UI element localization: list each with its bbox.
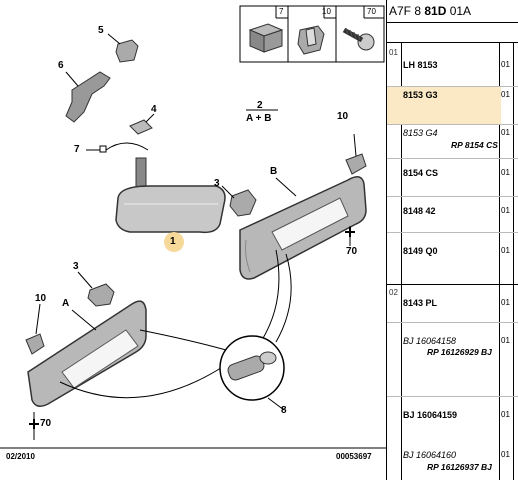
callout-7: 7: [74, 144, 80, 155]
callout-5: 5: [98, 25, 104, 36]
callout-marker: [164, 232, 184, 252]
hinge-10-left: [25, 333, 45, 355]
part-ref[interactable]: BJ 16064158: [403, 336, 457, 346]
part-ref[interactable]: 8153 G4: [403, 128, 438, 138]
callout-2-sub: A + B: [246, 113, 272, 124]
part-qty: 01: [501, 168, 510, 177]
clip-part-3-left: [87, 283, 115, 307]
footer-code: 00053697: [336, 452, 372, 461]
callout-1: 1: [170, 236, 176, 247]
part-replacement[interactable]: RP 16126929 BJ: [427, 347, 492, 357]
part-ref[interactable]: BJ 16064159: [403, 410, 458, 420]
sun-visor-a: [27, 300, 147, 407]
bracket-part-6: [65, 71, 111, 123]
part-qty: 01: [501, 336, 510, 345]
pad-part-4: [129, 119, 153, 135]
part-ref[interactable]: 8149 Q0: [403, 246, 438, 256]
section-02: 02: [389, 288, 398, 297]
callout-10-left: 10: [35, 293, 47, 304]
header-prefix: A7F 8: [389, 4, 425, 18]
block-icon: [248, 23, 284, 53]
footer-date: 02/2010: [6, 452, 35, 461]
lamp-bulb-part-8: [227, 351, 277, 381]
callout-6: 6: [58, 60, 64, 71]
diagram-drawing: [0, 5, 386, 449]
part-ref[interactable]: 8153 G3: [403, 90, 438, 100]
sun-visor-b: [239, 176, 367, 280]
part-ref[interactable]: LH 8153: [403, 60, 438, 70]
part-qty: 01: [501, 410, 510, 419]
part-ref[interactable]: 8148 42: [403, 206, 436, 216]
part-qty: 01: [501, 128, 510, 137]
callout-8: 8: [281, 405, 287, 416]
part-qty: 01: [501, 246, 510, 255]
clip-part-3-right: [229, 189, 257, 217]
header-bold: 81D: [424, 4, 447, 18]
page-header: A7F 8 81D 01A: [387, 0, 518, 22]
callout-a: A: [62, 298, 70, 309]
callout-70-left: 70: [40, 418, 52, 429]
parts-diagram: 7 10 70 5 6 4 2 A + B 7 1 3 B 10 70 3 10…: [0, 5, 386, 461]
part-qty: 01: [501, 206, 510, 215]
part-ref[interactable]: 8143 PL: [403, 298, 438, 308]
callout-10-right: 10: [337, 111, 349, 122]
callout-70-right: 70: [346, 246, 358, 257]
swatch-label-7: 7: [279, 7, 284, 16]
part-qty: 01: [501, 298, 510, 307]
part-qty: 01: [501, 90, 510, 99]
swatch-label-10: 10: [322, 7, 331, 16]
part-ref[interactable]: BJ 16064160: [403, 450, 457, 460]
callout-4: 4: [151, 104, 157, 115]
hinge-10-right: [345, 153, 367, 175]
section-01: 01: [389, 48, 398, 57]
header-suffix: 01A: [446, 4, 472, 18]
part-ref[interactable]: 8154 CS: [403, 168, 439, 178]
callout-b: B: [270, 166, 278, 177]
callout-3-right: 3: [214, 178, 220, 189]
callout-3-left: 3: [73, 261, 79, 272]
screw-icon: [342, 27, 375, 51]
part-qty: 01: [501, 450, 510, 459]
parts-list: A7F 8 81D 01A 01 02 LH 8153 01 8153 G3 0…: [386, 0, 518, 480]
row-highlight: [387, 86, 501, 124]
clip-icon: [297, 25, 325, 55]
part-replacement[interactable]: RP 16126937 BJ: [427, 462, 492, 472]
mirror-part-1: [115, 157, 226, 234]
clip-part-5: [115, 39, 139, 63]
callout-2: 2: [257, 100, 263, 111]
swatch-label-70: 70: [367, 7, 376, 16]
part-qty: 01: [501, 60, 510, 69]
part-replacement[interactable]: RP 8154 CS: [451, 140, 498, 150]
